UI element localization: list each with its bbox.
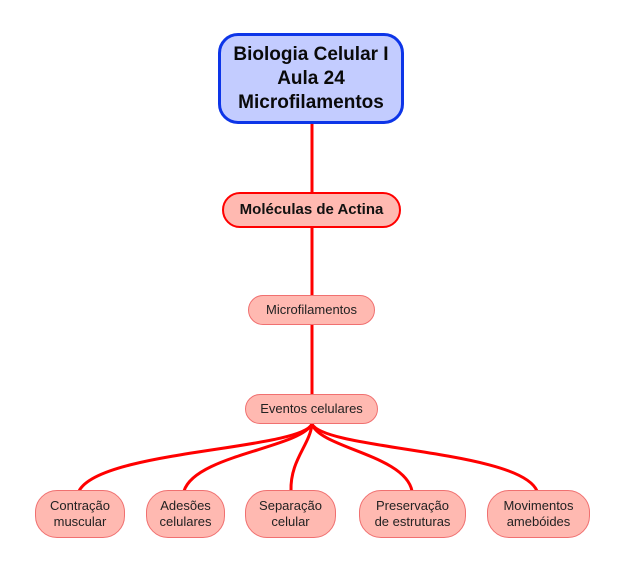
connector-eventos-to-adesoes <box>182 423 314 492</box>
leaf-label-line-2: muscular <box>53 514 107 529</box>
leaf-contracao-muscular[interactable]: Contração muscular <box>35 490 125 538</box>
leaf-label-line-2: de estruturas <box>374 514 451 529</box>
leaf-label-line-1: Adesões <box>160 498 211 513</box>
node-label: Eventos celulares <box>260 401 363 417</box>
leaf-label-line-2: celulares <box>159 514 212 529</box>
leaf-label-line-1: Movimentos <box>503 498 574 513</box>
root-title-line-1: Biologia Celular I <box>233 43 389 65</box>
leaf-label-line-1: Preservação <box>376 498 449 513</box>
leaf-separacao-celular[interactable]: Separação celular <box>245 490 336 538</box>
connector-eventos-to-separacao <box>289 423 314 492</box>
root-title-line-3: Microfilamentos <box>238 91 384 113</box>
node-label: Microfilamentos <box>265 302 358 318</box>
connector-eventos-to-contracao <box>77 423 314 492</box>
leaf-label-line-1: Contração <box>50 498 110 513</box>
leaf-adesoes-celulares[interactable]: Adesões celulares <box>146 490 225 538</box>
node-moleculas-de-actina[interactable]: Moléculas de Actina <box>222 192 401 228</box>
node-microfilamentos[interactable]: Microfilamentos <box>248 295 375 325</box>
node-eventos-celulares[interactable]: Eventos celulares <box>245 394 378 424</box>
node-label: Moléculas de Actina <box>239 201 384 218</box>
root-title-line-2: Aula 24 <box>277 67 345 89</box>
leaf-movimentos-ameboides[interactable]: Movimentos amebóides <box>487 490 590 538</box>
leaf-label-line-2: celular <box>271 514 310 529</box>
connector-eventos-to-movimentos <box>310 423 539 492</box>
leaf-label-line-1: Separação <box>259 498 322 513</box>
connector-eventos-to-preservacao <box>310 423 414 492</box>
leaf-label-line-2: amebóides <box>506 514 571 529</box>
leaf-preservacao-de-estruturas[interactable]: Preservação de estruturas <box>359 490 466 538</box>
root-node[interactable]: Biologia Celular I Aula 24 Microfilament… <box>218 33 404 124</box>
